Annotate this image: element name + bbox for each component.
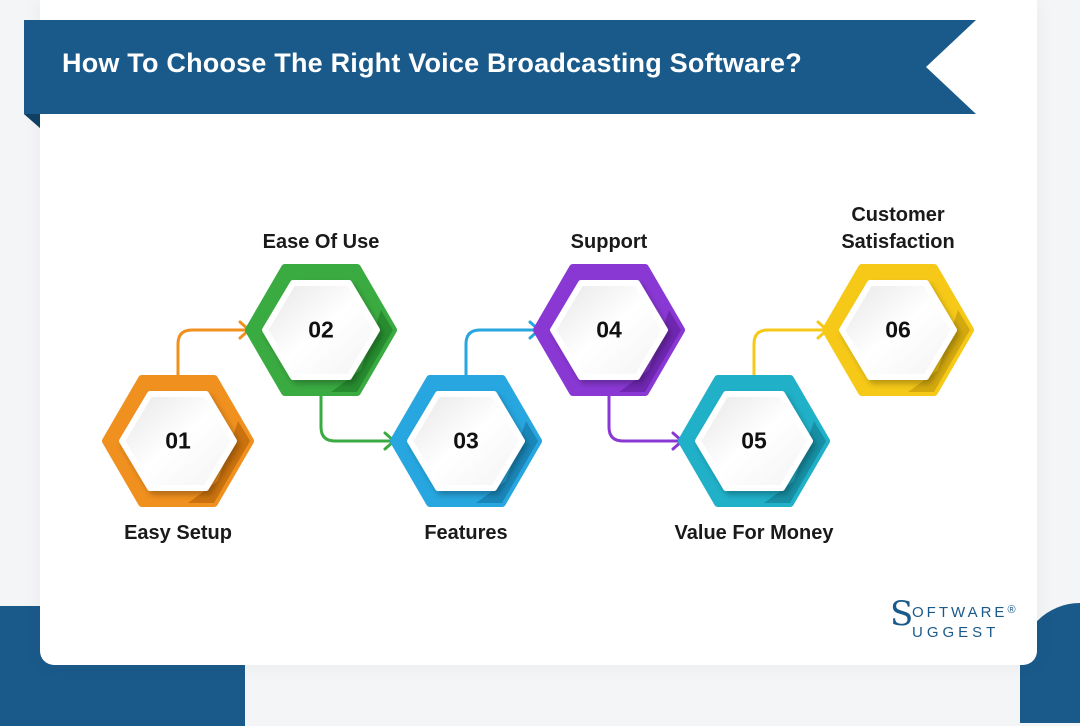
- hexagon-step-01: [102, 375, 254, 507]
- connector-04-05: [607, 391, 684, 451]
- logo-line-2: UGGEST: [912, 624, 1000, 641]
- hexagon-step-06: [822, 264, 974, 396]
- hexagon-step-05: [678, 375, 830, 507]
- step-label-line-2: Satisfaction: [841, 231, 955, 253]
- logo-line-1: OFTWARE®: [912, 604, 1016, 621]
- hexagon-step-03: [390, 375, 542, 507]
- step-number-04: 04: [596, 316, 622, 343]
- step-label-features: Features: [424, 522, 508, 544]
- page-title: How To Choose The Right Voice Broadcasti…: [62, 48, 802, 78]
- softwaresuggest-logo: S OFTWARE® UGGEST: [890, 594, 1030, 646]
- step-label-easy-setup: Easy Setup: [124, 522, 232, 544]
- hexagon-step-02: [245, 264, 397, 396]
- connector-01-02: [176, 320, 251, 382]
- hexagon-step-04: [533, 264, 685, 396]
- step-number-02: 02: [308, 316, 334, 343]
- connector-02-03: [319, 391, 396, 451]
- process-diagram: [102, 264, 974, 507]
- step-number-01: 01: [165, 427, 191, 454]
- registered-mark-icon: ®: [1007, 604, 1016, 616]
- step-label-support: Support: [570, 231, 648, 253]
- ribbon-shape: [24, 20, 976, 128]
- step-number-06: 06: [885, 316, 911, 343]
- step-label-ease-of-use: Ease Of Use: [262, 231, 380, 253]
- step-label-line-1: Customer: [851, 204, 945, 226]
- logo-line-1-text: OFTWARE: [912, 604, 1008, 621]
- logo-initial: S: [890, 594, 914, 634]
- step-label-value-for-money: Value For Money: [674, 522, 834, 544]
- connector-03-04: [464, 320, 541, 382]
- step-label-customer-satisfaction: Customer Satisfaction: [841, 202, 954, 256]
- connector-05-06: [752, 320, 829, 382]
- step-number-03: 03: [453, 427, 479, 454]
- title-ribbon: How To Choose The Right Voice Broadcasti…: [24, 20, 976, 128]
- step-number-05: 05: [741, 427, 767, 454]
